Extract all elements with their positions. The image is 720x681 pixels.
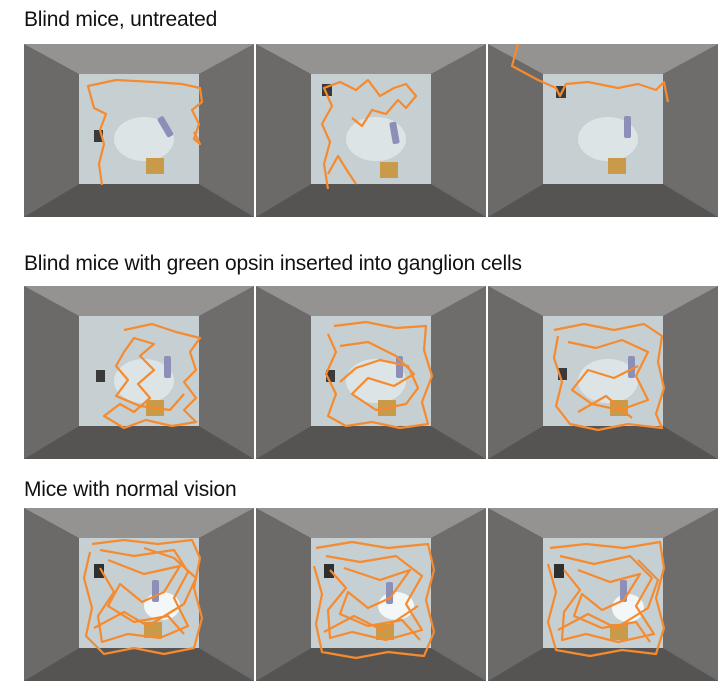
panel-opsin-3 bbox=[488, 286, 718, 459]
arena-image bbox=[24, 508, 254, 681]
object-bottle bbox=[164, 356, 171, 378]
object-bottle bbox=[389, 121, 400, 145]
arena-image bbox=[488, 508, 718, 681]
object-block bbox=[146, 158, 164, 174]
arena-image bbox=[488, 44, 718, 217]
arena-image bbox=[24, 286, 254, 459]
panel-normal-1 bbox=[24, 508, 254, 681]
object-dark-block bbox=[96, 370, 105, 382]
row-title-normal: Mice with normal vision bbox=[24, 478, 237, 501]
panel-opsin-1 bbox=[24, 286, 254, 459]
panel-opsin-2 bbox=[256, 286, 486, 459]
track-path bbox=[82, 538, 204, 656]
arena-image bbox=[488, 286, 718, 459]
object-block bbox=[380, 162, 398, 178]
object-dark-block bbox=[324, 564, 334, 578]
object-block bbox=[376, 624, 394, 640]
object-dark-block bbox=[326, 370, 335, 382]
track-path bbox=[546, 540, 666, 658]
arena-image bbox=[256, 286, 486, 459]
object-bottle bbox=[386, 582, 393, 604]
panel-untreated-3 bbox=[488, 44, 718, 217]
track-path bbox=[324, 320, 434, 430]
track-path bbox=[86, 78, 204, 186]
object-dark-block bbox=[94, 564, 104, 578]
object-dark-block bbox=[554, 564, 564, 578]
track-path bbox=[312, 540, 436, 660]
track-path bbox=[552, 322, 666, 432]
panel-normal-2 bbox=[256, 508, 486, 681]
track-path bbox=[510, 44, 670, 103]
object-bottle bbox=[157, 116, 174, 138]
row-title-untreated: Blind mice, untreated bbox=[24, 8, 218, 31]
object-block bbox=[608, 158, 626, 174]
panel-untreated-1 bbox=[24, 44, 254, 217]
track-path bbox=[102, 322, 202, 430]
panel-normal-3 bbox=[488, 508, 718, 681]
object-dark-block bbox=[94, 130, 103, 142]
object-dark-block bbox=[558, 368, 567, 380]
object-dark-block bbox=[322, 84, 332, 96]
object-bottle bbox=[624, 116, 631, 138]
arena-image bbox=[256, 44, 486, 217]
track-path bbox=[320, 78, 418, 190]
arena-image bbox=[24, 44, 254, 217]
panel-untreated-2 bbox=[256, 44, 486, 217]
arena-image bbox=[256, 508, 486, 681]
object-bottle bbox=[628, 356, 635, 378]
row-title-opsin: Blind mice with green opsin inserted int… bbox=[24, 252, 522, 275]
object-bottle bbox=[152, 580, 159, 602]
